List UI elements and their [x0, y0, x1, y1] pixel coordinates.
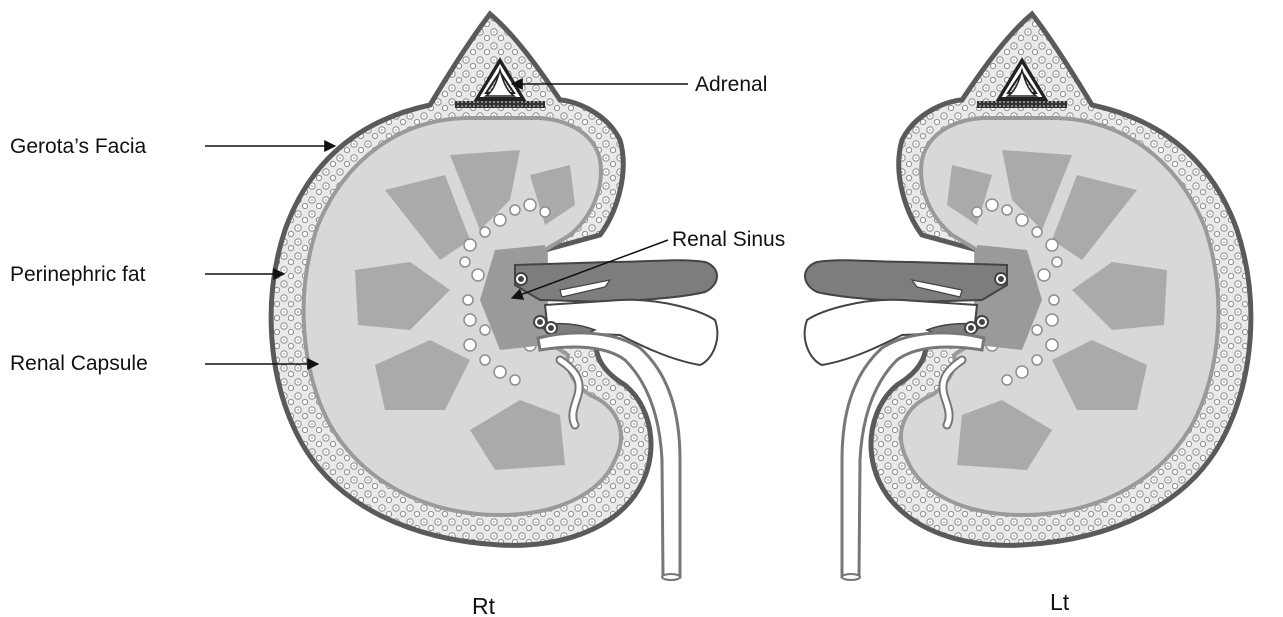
left-kidney [805, 14, 1251, 580]
label-renal-capsule: Renal Capsule [10, 352, 148, 375]
right-kidney [271, 14, 717, 580]
label-right-side: Rt [472, 593, 496, 617]
label-adrenal: Adrenal [695, 73, 767, 96]
label-renal-sinus: Renal Sinus [672, 228, 785, 251]
label-gerotas-fascia: Gerota’s Facia [10, 135, 146, 158]
label-perinephric-fat: Perinephric fat [10, 263, 146, 286]
label-left-side: Lt [1050, 589, 1070, 615]
